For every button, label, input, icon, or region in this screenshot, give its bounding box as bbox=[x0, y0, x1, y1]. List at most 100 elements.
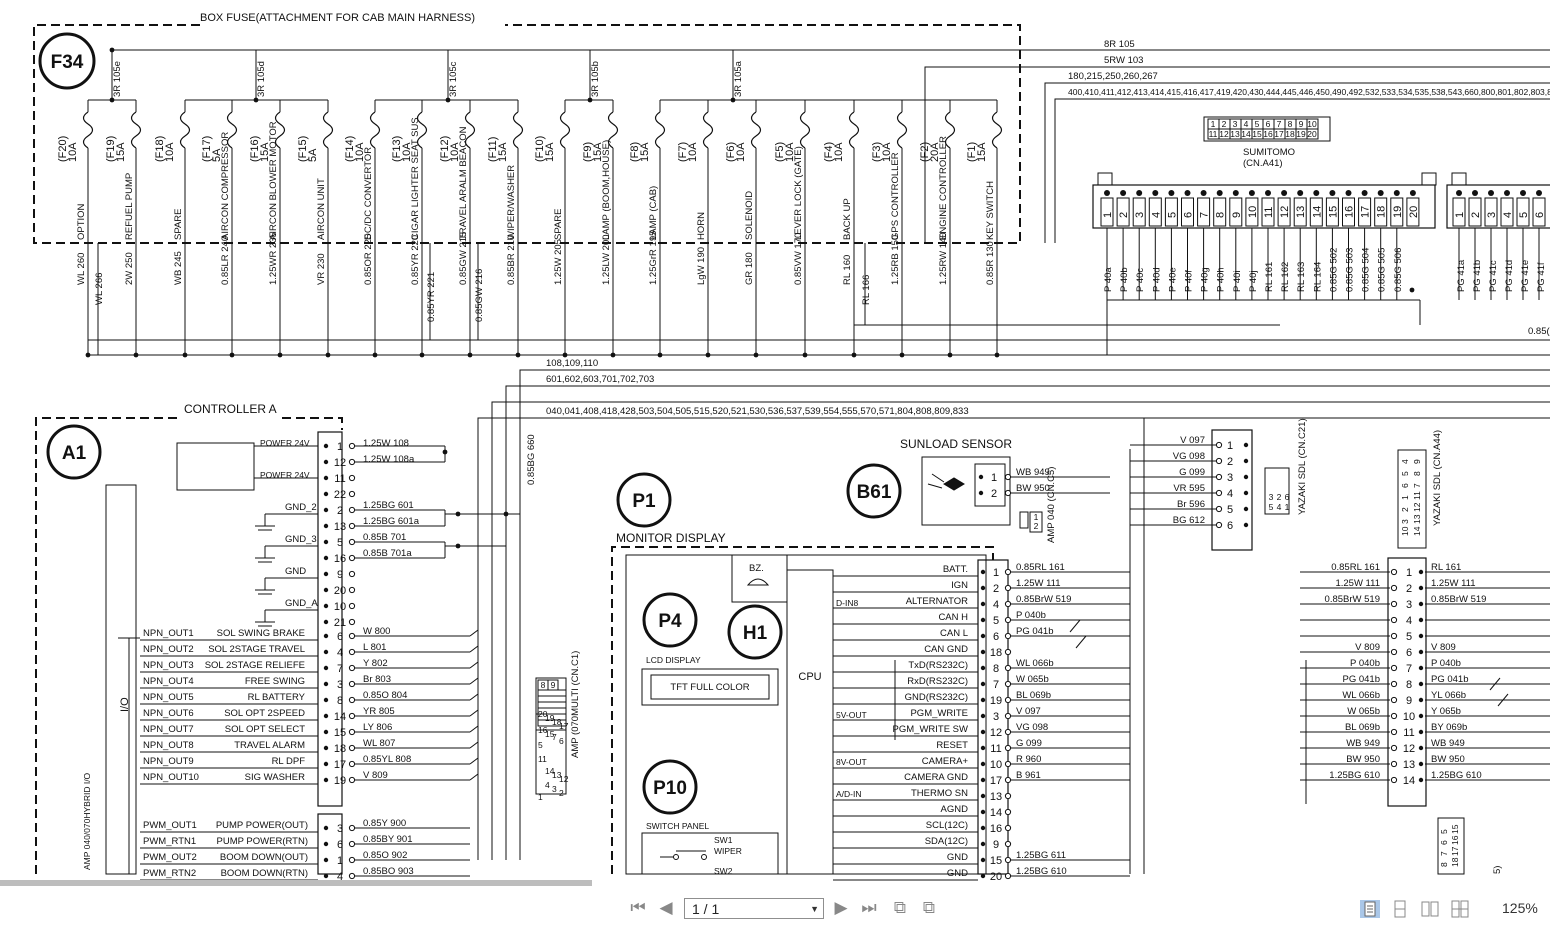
yazaki-a44-term bbox=[1390, 632, 1398, 640]
monitor-pin-term bbox=[1004, 840, 1012, 848]
junction-dot bbox=[705, 352, 711, 358]
fuse-amp: 10A bbox=[401, 142, 413, 162]
wiring-diagram: BOX FUSE(ATTACHMENT FOR CAB MAIN HARNESS… bbox=[33, 12, 1550, 883]
wire-break bbox=[1075, 635, 1087, 649]
controller-pin-dot bbox=[323, 665, 329, 671]
yazaki-c21-wire-label: V 097 bbox=[1180, 435, 1205, 446]
fuse-load: BACK UP bbox=[842, 198, 853, 240]
fuse-symbol-9 bbox=[464, 111, 476, 149]
controller-power-box bbox=[176, 442, 255, 491]
monitor-pin-dot bbox=[980, 617, 986, 623]
right-pin-num: 4 bbox=[1502, 212, 1514, 218]
amp-c1-label: AMP (070MULTI (CN.C1) bbox=[570, 651, 581, 758]
tft-label: TFT FULL COLOR bbox=[670, 682, 749, 693]
sumitomo-pin-cell bbox=[1164, 197, 1178, 227]
sumitomo-pin-dot bbox=[1104, 190, 1110, 196]
fuse-wire: 1.25LW 200 bbox=[601, 234, 612, 285]
single-page-view-icon[interactable] bbox=[1360, 900, 1380, 918]
monitor-wire-label: VG 098 bbox=[1016, 722, 1048, 733]
monitor-wire-label: G 099 bbox=[1016, 738, 1042, 749]
fuse-amp: 10A bbox=[833, 142, 845, 162]
amp-c1-num: 5 bbox=[538, 740, 543, 750]
corner-key-num: 8 bbox=[1439, 862, 1449, 867]
bus-108 bbox=[519, 369, 1550, 860]
yazaki-c21-term bbox=[1215, 521, 1223, 529]
controller-pin-term bbox=[348, 744, 356, 752]
zoom-level[interactable]: 125% bbox=[1502, 900, 1538, 916]
fuse-code: (F10) bbox=[534, 136, 546, 162]
power-label: POWER 24V bbox=[260, 438, 310, 448]
yazaki-a44-left-label: BW 950 bbox=[1346, 754, 1380, 765]
key-num: 1 bbox=[1211, 119, 1216, 129]
controller-pin-num: 15 bbox=[334, 727, 346, 739]
fuse-amp: 15A bbox=[115, 142, 127, 162]
monitor-wire-label: 1.25W 111 bbox=[1016, 578, 1061, 589]
output-wire-label: Br 803 bbox=[363, 674, 391, 685]
sumitomo-wire-label: RL 162 bbox=[1280, 262, 1291, 292]
amp-c5-label: AMP 040 (CN.C5) bbox=[1046, 467, 1057, 543]
fuse-code: (F13) bbox=[391, 136, 403, 162]
fuse-load: HORN bbox=[696, 212, 707, 240]
previous-page-icon[interactable]: ◀ bbox=[659, 898, 673, 917]
compare-page-icon[interactable]: ⧉ bbox=[922, 898, 936, 917]
right-connector bbox=[1446, 184, 1550, 229]
junction-dot bbox=[229, 352, 235, 358]
key-num: 2 bbox=[1222, 119, 1227, 129]
monitor-pin-term bbox=[1004, 616, 1012, 624]
sumitomo-pin-cell bbox=[1261, 197, 1275, 227]
next-page-icon[interactable]: ▶ bbox=[834, 898, 848, 917]
monitor-pin-term bbox=[1004, 760, 1012, 768]
continuous-view-icon[interactable] bbox=[1390, 900, 1410, 918]
chevron-down-icon[interactable]: ▼ bbox=[810, 904, 819, 914]
fuse-code: (F17) bbox=[201, 136, 213, 162]
page-number-input[interactable]: 1 / 1 ▼ bbox=[684, 898, 824, 919]
yazaki-a44-pin: 14 bbox=[1403, 775, 1415, 787]
corner-key-num: 7 bbox=[1439, 851, 1449, 856]
fuse-symbol-19 bbox=[944, 111, 956, 149]
controller-pin-term bbox=[348, 696, 356, 704]
yazaki-a44-dot bbox=[1418, 617, 1424, 623]
fuse-load: SOLENOID bbox=[744, 191, 755, 240]
sumitomo-pin-dot bbox=[1232, 190, 1239, 196]
output-wire-label: L 801 bbox=[363, 642, 386, 653]
monitor-wire-label: W 065b bbox=[1016, 674, 1049, 685]
sumitomo-title: SUMITOMO bbox=[1243, 147, 1295, 158]
page-number-value: 1 / 1 bbox=[692, 900, 720, 917]
controller-pin-term bbox=[348, 554, 356, 562]
yazaki-a44-term bbox=[1390, 744, 1398, 752]
yazaki-c21-term bbox=[1215, 457, 1223, 465]
sumitomo-pin-dot bbox=[1184, 190, 1191, 196]
pwm-function: BOOM DOWN(RTN) bbox=[221, 868, 308, 879]
fuse-load: GPS CONTROLLER bbox=[890, 152, 901, 240]
horizontal-scrollbar[interactable] bbox=[0, 880, 592, 886]
fuse-symbol-1 bbox=[82, 111, 94, 149]
extract-page-icon[interactable]: ⧉ bbox=[893, 898, 907, 917]
sumitomo-key-box bbox=[1203, 116, 1331, 142]
fuse-symbol-20 bbox=[991, 111, 1003, 149]
yazaki-a44-left-label: WB 949 bbox=[1346, 738, 1380, 749]
monitor-pin-label: GND(RS232C) bbox=[905, 692, 968, 703]
junction-dot bbox=[133, 352, 139, 358]
last-page-icon[interactable]: ⏭ bbox=[861, 898, 877, 917]
two-page-view-icon[interactable] bbox=[1420, 900, 1440, 918]
controller-pin-num: 13 bbox=[334, 521, 346, 533]
fuse-wire: 1.25W 205 bbox=[553, 239, 564, 285]
fuse-load: TRAVEL ARALM BEACON bbox=[458, 126, 469, 240]
connector-latch bbox=[1097, 172, 1113, 186]
sumitomo-pin-dot bbox=[1120, 190, 1127, 196]
first-page-icon[interactable]: ⏮ bbox=[630, 898, 646, 917]
yazaki-a44-pin: 1 bbox=[1406, 567, 1412, 579]
sumitomo-pin-cell bbox=[1245, 197, 1259, 227]
corner-key-num: 17 bbox=[1450, 846, 1460, 856]
output-wire bbox=[469, 661, 479, 669]
monitor-pin-dot bbox=[980, 681, 986, 687]
light-ray bbox=[927, 483, 943, 489]
right-pin-cell bbox=[1500, 197, 1514, 227]
monitor-pin-num: 1 bbox=[993, 567, 999, 579]
yazaki-c21-key-num: 3 bbox=[1269, 492, 1274, 502]
controller-wire-label: 1.25W 108a bbox=[363, 454, 415, 465]
controller-pin-term bbox=[348, 522, 356, 530]
two-page-continuous-icon[interactable] bbox=[1450, 900, 1470, 918]
controller-outline bbox=[35, 417, 343, 874]
right-pin-cell bbox=[1452, 197, 1466, 227]
